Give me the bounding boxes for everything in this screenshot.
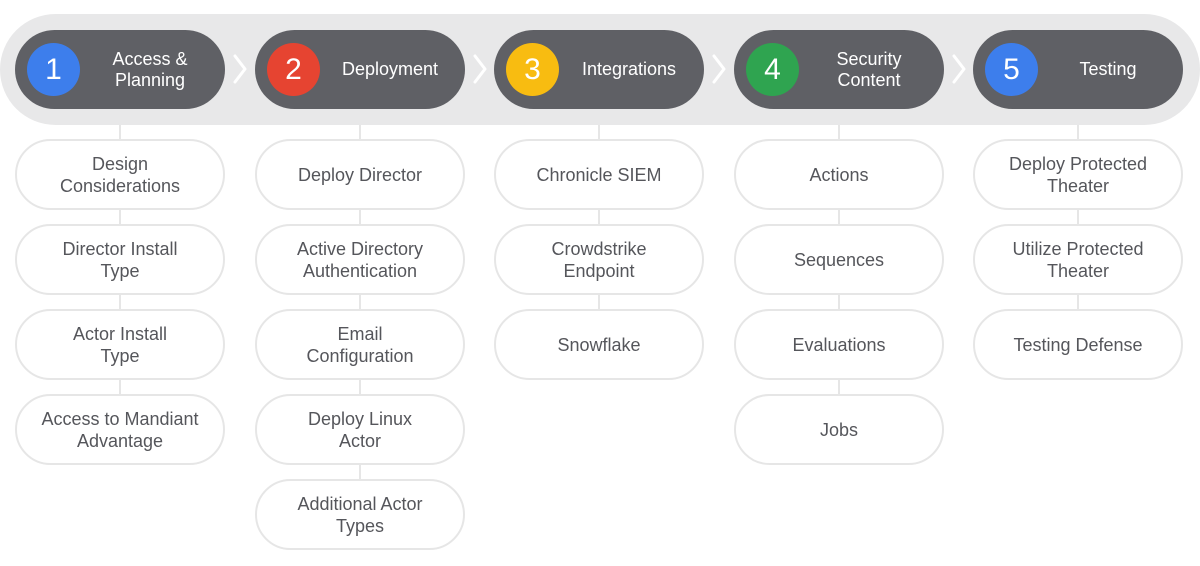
step-actions[interactable]: Actions	[734, 139, 944, 210]
phase-5-label: Testing	[1079, 59, 1137, 79]
phase-4-label: Security Content	[836, 48, 902, 90]
step-evaluations[interactable]: Evaluations	[734, 309, 944, 380]
phase-2-number-badge: 2	[267, 43, 320, 96]
chevron-right-icon	[473, 54, 487, 84]
phase-3[interactable]: 3 Integrations	[494, 30, 704, 109]
step-email-configuration[interactable]: Email Configuration	[255, 309, 465, 380]
step-snowflake[interactable]: Snowflake	[494, 309, 704, 380]
phase-2[interactable]: 2 Deployment	[255, 30, 465, 109]
phase-4[interactable]: 4 Security Content	[734, 30, 944, 109]
step-sequences[interactable]: Sequences	[734, 224, 944, 295]
phase-3-number-badge: 3	[506, 43, 559, 96]
step-deploy-director[interactable]: Deploy Director	[255, 139, 465, 210]
step-design-considerations[interactable]: Design Considerations	[15, 139, 225, 210]
chevron-right-icon	[233, 54, 247, 84]
phase-3-label: Integrations	[581, 59, 677, 79]
phase-2-label: Deployment	[341, 59, 439, 79]
phase-1[interactable]: 1 Access & Planning	[15, 30, 225, 109]
phase-1-label: Access & Planning	[112, 48, 188, 90]
step-deploy-protected-theater[interactable]: Deploy Protected Theater	[973, 139, 1183, 210]
step-chronicle-siem[interactable]: Chronicle SIEM	[494, 139, 704, 210]
chevron-right-icon	[952, 54, 966, 84]
phase-5[interactable]: 5 Testing	[973, 30, 1183, 109]
phase-1-number-badge: 1	[27, 43, 80, 96]
step-access-mandiant-advantage[interactable]: Access to Mandiant Advantage	[15, 394, 225, 465]
step-actor-install-type[interactable]: Actor Install Type	[15, 309, 225, 380]
chevron-right-icon	[712, 54, 726, 84]
step-testing-defense[interactable]: Testing Defense	[973, 309, 1183, 380]
step-jobs[interactable]: Jobs	[734, 394, 944, 465]
step-deploy-linux-actor[interactable]: Deploy Linux Actor	[255, 394, 465, 465]
phase-4-number-badge: 4	[746, 43, 799, 96]
step-utilize-protected-theater[interactable]: Utilize Protected Theater	[973, 224, 1183, 295]
phase-5-number-badge: 5	[985, 43, 1038, 96]
step-active-directory-auth[interactable]: Active Directory Authentication	[255, 224, 465, 295]
step-director-install-type[interactable]: Director Install Type	[15, 224, 225, 295]
step-crowdstrike-endpoint[interactable]: Crowdstrike Endpoint	[494, 224, 704, 295]
step-additional-actor-types[interactable]: Additional Actor Types	[255, 479, 465, 550]
